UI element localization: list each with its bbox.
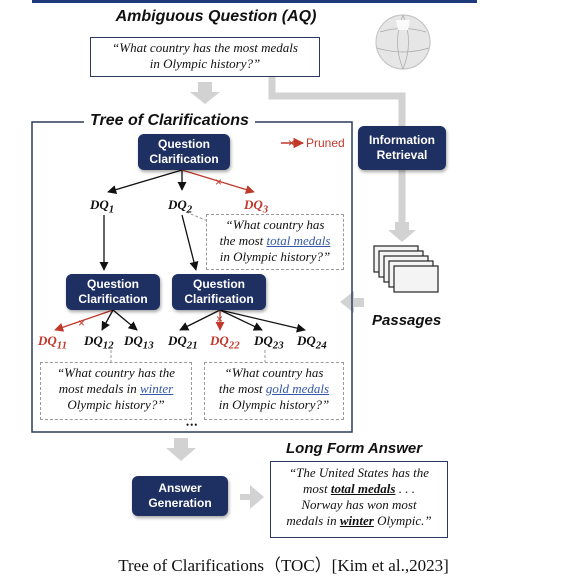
svg-text:×: ×: [78, 316, 85, 330]
dq2-quote-box: “What country has the most total medals …: [206, 214, 344, 270]
tree-heading: Tree of Clarifications: [84, 112, 255, 130]
dq21-label: DQ21: [168, 333, 198, 352]
svg-text:×: ×: [216, 312, 223, 326]
dq3-label: DQ3: [244, 197, 269, 216]
figure-caption: Tree of Clarifications（TOC）[Kim et al.,2…: [118, 556, 449, 575]
dq22-label: DQ22: [210, 333, 240, 352]
dq1-label: DQ1: [90, 197, 115, 216]
dq11-label: DQ11: [38, 333, 68, 352]
arrow-to-longform: [240, 485, 264, 509]
root-box-line1: Question: [157, 137, 210, 151]
lfa-line1: “The United States has the: [288, 465, 430, 480]
wikipedia-globe-icon: [375, 14, 431, 70]
right-question-clarification-box: Question Clarification: [172, 274, 266, 310]
information-retrieval-box: Information Retrieval: [358, 126, 446, 170]
ag-line1: Answer: [158, 481, 202, 495]
tree-ellipsis: •••: [186, 420, 199, 430]
long-form-answer-box: “The United States has the most total me…: [270, 461, 448, 538]
svg-text:×: ×: [288, 136, 295, 150]
svg-text:×: ×: [215, 175, 222, 189]
left-box-line2: Clarification: [78, 292, 148, 306]
ambiguous-question-box: “What country has the most medals in Oly…: [90, 37, 320, 77]
dq24-label: DQ24: [297, 333, 327, 352]
pruned-label: Pruned: [306, 136, 345, 150]
gray-flow-lines: [268, 76, 406, 222]
arrow-into-passages: [388, 222, 416, 242]
right-box-line2: Clarification: [184, 292, 254, 306]
passages-label: Passages: [372, 312, 442, 329]
dq12-quote-line3: Olympic history?”: [67, 397, 165, 412]
dq23-quote-line2: the most gold medals: [218, 381, 330, 396]
ir-line1: Information: [369, 133, 435, 147]
dq2-quote-line1: “What country has: [225, 217, 325, 232]
aq-quote-line1: “What country has the most medals: [112, 40, 298, 55]
dq12-label: DQ12: [84, 333, 114, 352]
arrow-aq-down: [190, 82, 220, 104]
dq12-quote-line1: “What country has the: [56, 365, 176, 380]
ag-line2: Generation: [148, 496, 212, 510]
dq23-label: DQ23: [254, 333, 284, 352]
long-form-heading: Long Form Answer: [286, 440, 423, 457]
arrow-tree-down: [166, 438, 196, 461]
left-box-line1: Question: [86, 277, 139, 291]
lfa-line2: most total medals . . .: [303, 481, 415, 496]
dq2-quote-line3: in Olympic history?”: [219, 249, 331, 264]
root-box-line2: Clarification: [149, 152, 219, 166]
dq2-label: DQ2: [168, 197, 193, 216]
lfa-line3: Norway has won most: [301, 497, 417, 512]
dq23-quote-box: “What country has the most gold medals i…: [204, 362, 344, 420]
dq12-quote-line2: most medals in winter: [58, 381, 174, 396]
dq23-quote-line1: “What country has: [224, 365, 324, 380]
pruned-legend-arrow: ×: [281, 136, 305, 150]
passages-stack-icon: [373, 245, 439, 293]
dq12-quote-box: “What country has the most medals in win…: [40, 362, 192, 420]
right-box-line1: Question: [192, 277, 245, 291]
ambiguous-question-heading: Ambiguous Question (AQ): [115, 8, 317, 25]
lfa-line4: medals in winter Olympic.”: [286, 513, 432, 528]
left-question-clarification-box: Question Clarification: [66, 274, 160, 310]
dq23-quote-line3: in Olympic history?”: [218, 397, 330, 412]
aq-quote-line2: in Olympic history?”: [149, 56, 261, 71]
dq13-label: DQ13: [124, 333, 154, 352]
top-bar: [32, 0, 477, 3]
dq2-quote-line2: the most total medals: [219, 233, 331, 248]
root-question-clarification-box: Question Clarification: [138, 134, 230, 170]
answer-generation-box: Answer Generation: [132, 476, 228, 516]
ir-line2: Retrieval: [376, 148, 428, 162]
